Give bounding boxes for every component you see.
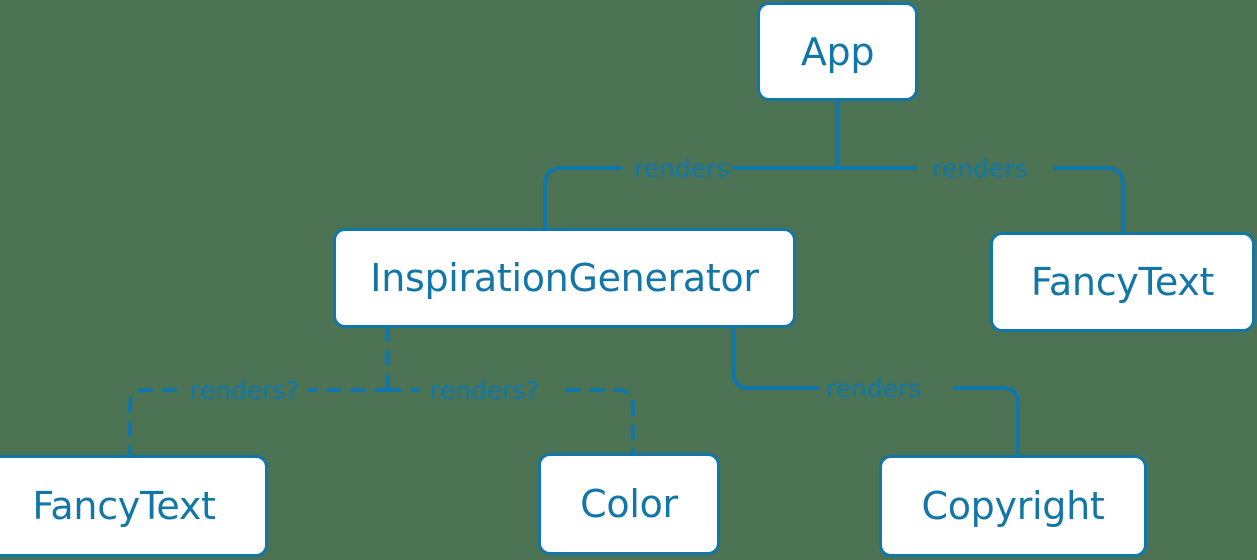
edge-label-inspiration-generator-to-color: renders? [430,376,539,405]
node-fancytext-bottom-label: FancyText [32,484,216,528]
node-app-label: App [800,29,875,74]
node-fancytext-top[interactable]: FancyText [990,232,1255,332]
edge-app-fancytext-right [1054,166,1125,234]
edge-label-app-to-fancytext: renders [932,154,1028,183]
node-fancytext-bottom[interactable]: FancyText [0,455,268,557]
node-app[interactable]: App [757,2,918,101]
node-copyright[interactable]: Copyright [879,455,1147,557]
node-fancytext-top-label: FancyText [1030,260,1215,304]
edge-app-inspiration-right [543,166,623,230]
edge-ig-copyright-right [953,386,1020,457]
edge-ig-copyright-left [731,326,820,390]
node-inspiration-generator[interactable]: InspirationGenerator [333,228,796,328]
edge-ig-color-dashed [386,388,635,455]
node-inspiration-generator-label: InspirationGenerator [370,256,759,300]
node-color-label: Color [580,482,678,526]
edge-label-inspiration-generator-to-fancytext: renders? [190,376,299,405]
node-color[interactable]: Color [538,453,720,555]
node-copyright-label: Copyright [921,484,1105,528]
edge-label-inspiration-generator-to-copyright: renders [826,374,922,403]
edge-ig-fancytext-dashed [128,388,390,457]
edge-label-app-to-inspiration-generator: renders [634,154,730,183]
